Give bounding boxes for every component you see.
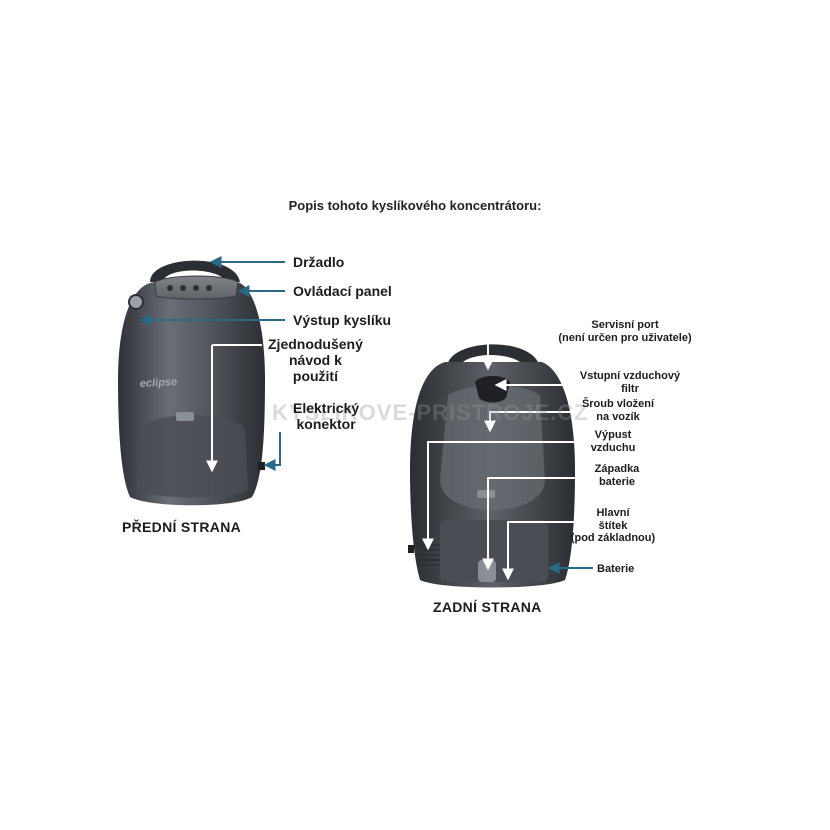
label-battery: Baterie: [597, 563, 635, 575]
label-control-panel: Ovládací panel: [293, 283, 392, 299]
back-foot-icon: [408, 545, 414, 553]
front-arrows: [139, 256, 285, 471]
label-handle: Držadlo: [293, 254, 345, 270]
arrow-cart-screw: [484, 411, 575, 433]
arrow-main-label: [502, 521, 575, 581]
label-quick-guide: Zjednodušený návod k použití: [268, 336, 363, 385]
label-battery-latch: Západka baterie: [594, 463, 640, 488]
arrow-air-exhaust: [422, 441, 580, 551]
panel-button-2-icon: [180, 285, 186, 291]
panel-button-1-icon: [167, 285, 173, 291]
oxygen-outlet-icon: [128, 294, 144, 310]
back-handle: [447, 344, 540, 370]
label-service-port: Servisní port (není určen pro uživatele): [558, 319, 692, 344]
diagram-title: Popis tohoto kyslíkového koncentrátoru:: [288, 198, 542, 213]
back-arrows: [422, 329, 593, 581]
back-battery-compartment: [440, 520, 548, 582]
label-main-label: Hlavní štítek (pod základnou): [570, 507, 656, 545]
panel-button-3-icon: [193, 285, 199, 291]
front-device: [118, 260, 265, 506]
front-brand-text: eclipse: [140, 376, 178, 390]
panel-button-4-icon: [206, 285, 212, 291]
label-electric-connector: Elektrický konektor: [293, 400, 360, 433]
back-badge: [477, 490, 495, 498]
arrow-service-port: [482, 329, 580, 371]
front-caption: PŘEDNÍ STRANA: [122, 519, 242, 535]
label-air-filter: Vstupní vzduchový filtr: [579, 370, 681, 395]
label-oxygen-outlet: Výstup kyslíku: [293, 312, 392, 328]
front-lower-panel: [137, 415, 248, 498]
front-badge: [176, 412, 194, 421]
arrow-battery-latch: [482, 477, 582, 571]
arrow-electric-connector: [263, 432, 281, 471]
electric-connector-icon: [258, 462, 265, 470]
label-cart-screw: Šroub vložení na vozík: [581, 398, 655, 423]
air-filter-icon: [475, 376, 510, 403]
label-air-exhaust: Výpust vzduchu: [590, 429, 636, 454]
back-device: [408, 344, 575, 588]
back-caption: ZADNÍ STRANA: [433, 599, 542, 615]
